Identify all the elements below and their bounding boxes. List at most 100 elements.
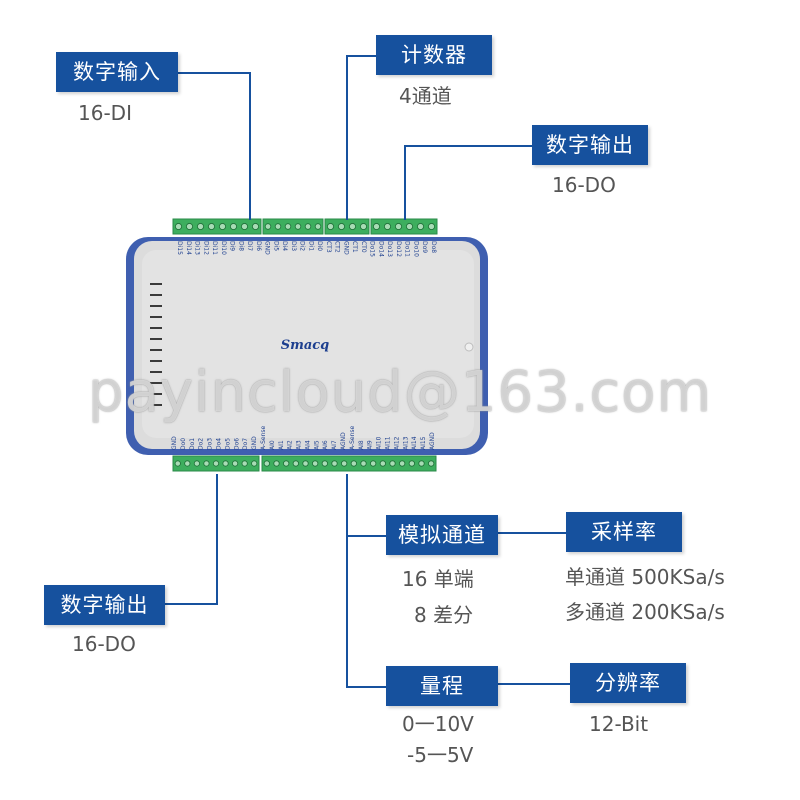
terminal-screw: [389, 460, 396, 467]
pin-label: Di14: [185, 241, 192, 255]
terminal-screw: [399, 460, 406, 467]
label-sample-rate: 采样率: [566, 512, 682, 552]
leader-do-top-v: [404, 145, 406, 220]
pin-label: AI7: [331, 440, 338, 450]
label-analog-channels: 模拟通道: [386, 515, 498, 555]
label-range: 量程: [386, 666, 498, 706]
leader-analog-v: [346, 474, 348, 687]
terminal-screw: [304, 223, 312, 230]
terminal-screw: [175, 223, 182, 230]
pin-label: AGND: [429, 432, 436, 450]
pin-label: Do6: [233, 438, 240, 450]
terminal-screw: [230, 223, 237, 230]
pin-label: CT3: [325, 241, 332, 253]
terminal-screw: [208, 223, 215, 230]
pin-label: Di9: [229, 241, 236, 251]
leader-sample-h: [498, 532, 566, 534]
pin-label: Do9: [421, 241, 428, 253]
pin-label: AI14: [411, 436, 418, 450]
terminal-screw: [302, 460, 309, 467]
caption-counter: 4通道: [399, 84, 452, 108]
caption-resolution: 12-Bit: [589, 712, 649, 736]
pin-label: AI9: [367, 440, 374, 450]
pin-label: Di8: [237, 241, 244, 251]
terminal-screw: [219, 223, 226, 230]
pin-label: Di10: [220, 241, 227, 255]
terminal-screw: [252, 223, 259, 230]
pin-label: Do0: [180, 438, 187, 450]
terminal-screw: [294, 223, 302, 230]
terminal-screw: [314, 223, 322, 230]
device-front-panel: [142, 250, 474, 438]
leader-range-h: [346, 686, 386, 688]
terminal-block-analog: [261, 455, 437, 472]
pin-label: Di5: [272, 241, 279, 251]
pin-label: AI12: [393, 436, 400, 450]
terminal-screw: [331, 460, 338, 467]
terminal-screw: [312, 460, 319, 467]
terminal-screw: [379, 460, 386, 467]
pin-label: Do13: [386, 241, 393, 257]
pin-label: A-Sense: [349, 425, 356, 450]
pin-label: CT0: [360, 241, 367, 253]
terminal-block-counter: [324, 218, 370, 235]
terminal-screw: [417, 223, 424, 230]
terminal-screw: [292, 460, 299, 467]
terminal-screw: [428, 223, 435, 230]
terminal-screw: [174, 460, 181, 467]
terminal-screw: [341, 460, 348, 467]
terminal-screw: [406, 223, 413, 230]
pin-label: Di6: [255, 241, 262, 251]
terminal-block-do-top: [370, 218, 438, 235]
pin-label: Do15: [369, 241, 376, 257]
pin-label: Di3: [290, 241, 297, 251]
brand-logo: Smacq: [281, 338, 330, 353]
terminal-screw: [197, 223, 204, 230]
leader-do-top-h: [404, 145, 532, 147]
terminal-screw: [251, 460, 258, 467]
leader-analog-h: [346, 535, 386, 537]
pin-label: AI4: [304, 440, 311, 450]
caption-digital-output-bottom: 16-DO: [72, 632, 136, 656]
terminal-screw: [186, 223, 193, 230]
terminal-screw: [321, 460, 328, 467]
terminal-block-di-a: [172, 218, 262, 235]
pin-label: GND: [342, 241, 349, 255]
pin-label: AI3: [296, 440, 303, 450]
pin-label: AI1: [278, 440, 285, 450]
pin-label: AI5: [313, 440, 320, 450]
pin-label: Di15: [176, 241, 183, 255]
terminal-screw: [395, 223, 402, 230]
pin-label: Do7: [242, 438, 249, 450]
terminal-blocks-bottom: [172, 455, 437, 472]
terminal-screw: [384, 223, 391, 230]
terminal-screw: [184, 460, 191, 467]
leader-do-bottom-v: [216, 474, 218, 604]
terminal-screw: [241, 460, 248, 467]
pin-label: AI0: [269, 440, 276, 450]
pin-label: Di7: [246, 241, 253, 251]
terminal-screw: [349, 223, 356, 230]
pin-label: Do11: [404, 241, 411, 257]
terminal-block-di-b: [262, 218, 324, 235]
terminal-blocks-top: [172, 218, 438, 235]
terminal-screw: [327, 223, 334, 230]
pin-label: Do14: [377, 241, 384, 257]
terminal-screw: [283, 460, 290, 467]
caption-digital-input: 16-DI: [78, 101, 132, 125]
pin-label: Di0: [316, 241, 323, 251]
terminal-screw: [418, 460, 425, 467]
leader-do-bottom-h: [165, 603, 218, 605]
vent-slots: [150, 283, 162, 406]
pin-label: Di11: [211, 241, 218, 255]
terminal-screw: [264, 223, 272, 230]
leader-counter-h: [346, 55, 376, 57]
pin-label: Do5: [224, 438, 231, 450]
pin-label: Di4: [281, 241, 288, 251]
terminal-screw: [360, 460, 367, 467]
pin-label: AI8: [358, 440, 365, 450]
label-resolution: 分辨率: [570, 663, 686, 703]
